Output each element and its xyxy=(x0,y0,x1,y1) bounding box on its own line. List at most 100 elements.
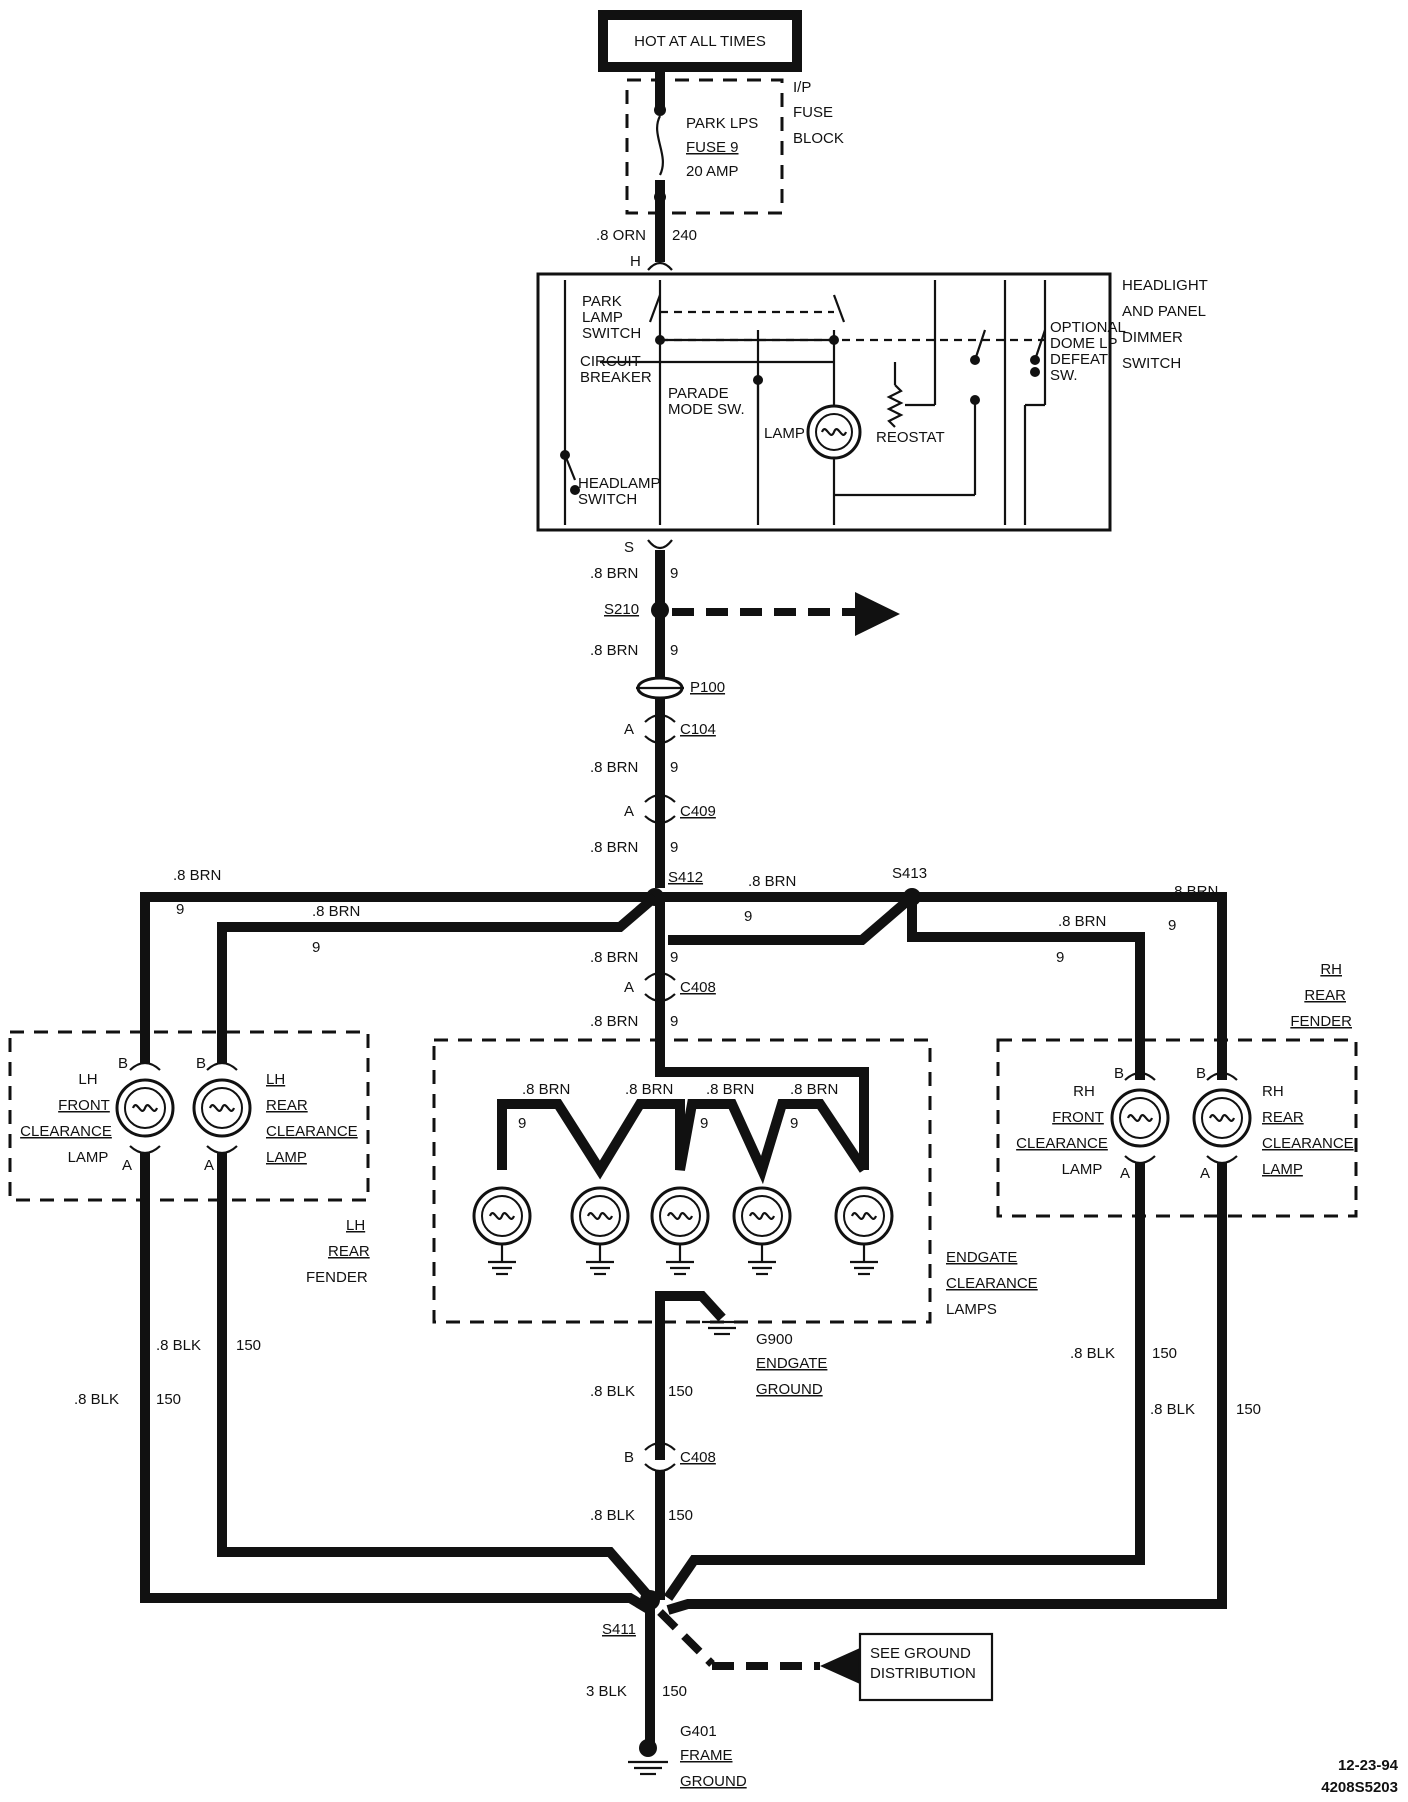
headlight-switch-box xyxy=(536,272,1112,532)
lh-rear-blk-gauge: .8 BLK xyxy=(156,1337,201,1354)
lh-front-pin-b: B xyxy=(118,1055,128,1072)
wire-brn-4-circuit: 9 xyxy=(670,839,678,856)
wire-brn-1-gauge: .8 BRN xyxy=(590,565,638,582)
lh-rear-clearance-lamp xyxy=(192,1061,252,1155)
lamp-label: LAMP xyxy=(764,425,805,442)
rh-rear-fender-1: RH xyxy=(1320,961,1342,978)
lh-rear-pin-a: A xyxy=(204,1157,214,1174)
splice-s210 xyxy=(651,601,669,619)
rh-rear-blk-circuit: 150 xyxy=(1236,1401,1261,1418)
p100-label: P100 xyxy=(690,679,725,696)
endgate-blk-2-circuit: 150 xyxy=(668,1507,693,1524)
lh-rear-blk-circuit: 150 xyxy=(236,1337,261,1354)
s210-arrow xyxy=(855,592,900,636)
switch-title-4: SWITCH xyxy=(1122,355,1181,372)
wire-brn-4-gauge: .8 BRN xyxy=(590,839,638,856)
wire-brn-2-circuit: 9 xyxy=(670,642,678,659)
splice-s210-label: S210 xyxy=(604,601,639,618)
switch-title-1: HEADLIGHT xyxy=(1122,277,1208,294)
park-lamp-switch-2: LAMP xyxy=(582,309,623,326)
top-wire-circuit: 240 xyxy=(672,227,697,244)
headlamp-switch-2: SWITCH xyxy=(578,491,637,508)
endgate-lamp-3 xyxy=(650,1186,710,1276)
top-wire-gauge: .8 ORN xyxy=(596,227,646,244)
rh-rear-pin-b: B xyxy=(1196,1065,1206,1082)
endgate-blk-2-gauge: .8 BLK xyxy=(590,1507,635,1524)
lh-front-label-4: LAMP xyxy=(68,1149,109,1166)
lh-front-wire-circuit: 9 xyxy=(176,901,184,918)
wire-brn-5-circuit: 9 xyxy=(670,949,678,966)
rh-fender-box xyxy=(996,1038,1358,1218)
fuse-block-label-1: I/P xyxy=(793,79,811,96)
wire-brn-3-gauge: .8 BRN xyxy=(590,759,638,776)
c408-bottom-label: C408 xyxy=(680,1449,716,1466)
circuit-breaker-2: BREAKER xyxy=(580,369,652,386)
see-ground-arrow xyxy=(820,1648,860,1684)
endgate-lamp-2 xyxy=(570,1186,630,1276)
park-lamp-switch-3: SWITCH xyxy=(582,325,641,342)
endgate-wire-4-circuit: 9 xyxy=(790,1115,798,1132)
headlamp-switch-1: HEADLAMP xyxy=(578,475,661,492)
rh-rear-label-3: CLEARANCE xyxy=(1262,1135,1354,1152)
rh-rear-wire-circuit: 9 xyxy=(1168,917,1176,934)
s412-s413-circuit: 9 xyxy=(744,908,752,925)
fuse-block-label-3: BLOCK xyxy=(793,130,844,147)
lh-front-clearance-lamp xyxy=(115,1061,175,1155)
lh-rear-label-1: LH xyxy=(266,1071,285,1088)
rh-rear-fender-3: FENDER xyxy=(1290,1013,1352,1030)
optional-dome-4: SW. xyxy=(1050,367,1078,384)
endgate-wire-2-circuit: 9 xyxy=(625,1115,633,1132)
rh-rear-label-1: RH xyxy=(1262,1083,1284,1100)
lh-rear-wire-gauge: .8 BRN xyxy=(312,903,360,920)
ground-wire-gauge: 3 BLK xyxy=(586,1683,627,1700)
rh-front-label-4: LAMP xyxy=(1062,1161,1103,1178)
lh-front-blk-circuit: 150 xyxy=(156,1391,181,1408)
switch-title-2: AND PANEL xyxy=(1122,303,1206,320)
splice-s412-label: S412 xyxy=(668,869,703,886)
optional-dome-3: DEFEAT xyxy=(1050,351,1108,368)
lh-front-pin-a: A xyxy=(122,1157,132,1174)
rh-front-pin-a: A xyxy=(1120,1165,1130,1182)
endgate-wire-1-gauge: .8 BRN xyxy=(522,1081,570,1098)
endgate-label-2: CLEARANCE xyxy=(946,1275,1038,1292)
wire-brn-3-circuit: 9 xyxy=(670,759,678,776)
switch-out-pin: S xyxy=(624,539,634,556)
wire-brn-5-gauge: .8 BRN xyxy=(590,949,638,966)
c409-label: C409 xyxy=(680,803,716,820)
endgate-wire-3-circuit: 9 xyxy=(700,1115,708,1132)
rh-front-blk-gauge: .8 BLK xyxy=(1070,1345,1115,1362)
lh-rear-pin-b: B xyxy=(196,1055,206,1072)
endgate-wire-2-gauge: .8 BRN xyxy=(625,1081,673,1098)
lh-rear-fender-1: LH xyxy=(346,1217,365,1234)
park-lamp-switch-1: PARK xyxy=(582,293,622,310)
see-ground-label-1: SEE GROUND xyxy=(870,1645,971,1662)
rh-rear-fender-2: REAR xyxy=(1304,987,1346,1004)
endgate-lamp-1 xyxy=(472,1186,532,1276)
parade-mode-1: PARADE xyxy=(668,385,729,402)
lh-rear-fender-2: REAR xyxy=(328,1243,370,1260)
s412-s413-gauge: .8 BRN xyxy=(748,873,796,890)
lh-rear-wire-circuit: 9 xyxy=(312,939,320,956)
rh-front-label-2: FRONT xyxy=(1052,1109,1104,1126)
see-ground-label-2: DISTRIBUTION xyxy=(870,1665,976,1682)
endgate-lamp-4 xyxy=(732,1186,792,1276)
fuse-block-label-2: FUSE xyxy=(793,104,833,121)
parade-mode-2: MODE SW. xyxy=(668,401,745,418)
g900-label-1: G900 xyxy=(756,1331,793,1348)
fuse-name: PARK LPS xyxy=(686,115,758,132)
endgate-wire-3-gauge: .8 BRN xyxy=(706,1081,754,1098)
lh-rear-label-4: LAMP xyxy=(266,1149,307,1166)
c409-pin: A xyxy=(624,803,634,820)
hot-at-all-times-label: HOT AT ALL TIMES xyxy=(634,33,766,50)
fuse-block-outline xyxy=(625,78,784,215)
lh-rear-label-2: REAR xyxy=(266,1097,308,1114)
splice-s411-label: S411 xyxy=(602,1621,636,1638)
footer-date: 12-23-94 xyxy=(1338,1757,1399,1774)
see-ground-box xyxy=(858,1632,994,1702)
rh-rear-blk-gauge: .8 BLK xyxy=(1150,1401,1195,1418)
rh-front-label-1: RH xyxy=(1073,1083,1095,1100)
wire-brn-6-circuit: 9 xyxy=(670,1013,678,1030)
c104-label: C104 xyxy=(680,721,716,738)
g900-label-3: GROUND xyxy=(756,1381,823,1398)
rh-front-pin-b: B xyxy=(1114,1065,1124,1082)
